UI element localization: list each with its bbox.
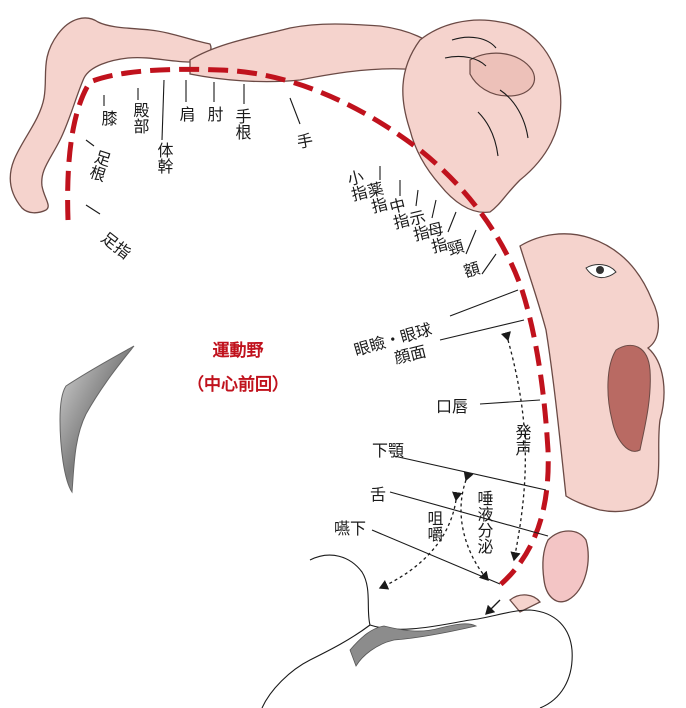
arm-drawing — [189, 23, 441, 83]
label-toes: 足指 — [98, 228, 135, 263]
fingers-drawing — [444, 36, 529, 157]
label-brow: 額 — [459, 259, 482, 280]
swallow-arrow — [485, 599, 501, 615]
mastication-arrow — [378, 491, 463, 590]
ventricle-bottom — [349, 623, 478, 667]
motor-cortex-subtitle: （中心前回） — [187, 374, 289, 395]
label-jaw: 下顎 — [372, 441, 404, 460]
throat-drawing — [509, 594, 541, 613]
function-arrows — [378, 331, 526, 615]
label-ring-finger: 薬指 — [363, 180, 389, 217]
label-vocalization: 発声 — [513, 424, 532, 456]
label-hand: 手 — [295, 130, 314, 151]
brain-outline — [59, 345, 573, 708]
label-tongue: 舌 — [370, 485, 386, 504]
label-ankle: 足根 — [85, 147, 113, 183]
salivation-arrow — [460, 470, 489, 581]
label-lips: 口唇 — [436, 397, 468, 416]
label-hip: 殿部 — [131, 102, 150, 134]
cortex-dashed-line — [65, 66, 551, 587]
homunculus-drawing — [9, 17, 665, 613]
label-trunk: 体幹 — [155, 142, 174, 174]
label-mastication: 咀嚼 — [425, 510, 444, 542]
vocalization-arrow — [500, 331, 526, 562]
thumb-drawing — [469, 52, 536, 97]
mouth-drawing — [607, 345, 651, 452]
label-swallow: 嚥下 — [334, 519, 366, 538]
label-elbow: 肘 — [205, 106, 224, 122]
label-shoulder: 肩 — [177, 106, 196, 123]
label-neck: 頸 — [443, 237, 466, 258]
pupil-drawing — [596, 266, 604, 274]
label-wrist: 手根 — [233, 108, 252, 140]
label-salivation: 唾液分泌 — [475, 490, 494, 554]
label-knee: 膝 — [99, 110, 118, 127]
motor-cortex-title: 運動野 — [213, 340, 264, 361]
lateral-ventricle — [59, 345, 135, 494]
tongue-drawing — [542, 530, 589, 603]
